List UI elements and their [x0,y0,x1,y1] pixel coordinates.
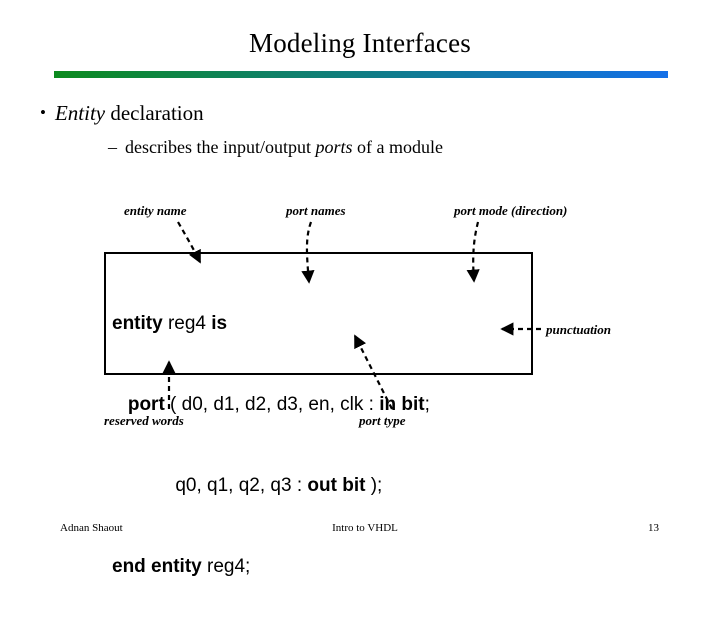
code-line-1: entity reg4 is [112,310,532,337]
code-keyword-in-bit: in bit [379,394,425,415]
code-box [104,252,533,375]
code-line-2: port ( d0, d1, d2, d3, en, clk : in bit; [112,391,532,418]
code-input-port-names: ( d0, d1, d2, d3, en, clk : [164,394,380,415]
code-line-3: q0, q1, q2, q3 : out bit ); [112,472,532,499]
code-indent-2 [112,394,128,415]
footer-author: Adnan Shaout [60,522,123,534]
annotation-entity-name: entity name [124,203,187,218]
bullet-level-1: • Entity declaration [40,99,204,127]
bullet-level-2-emphasis: ports [315,137,353,157]
code-semicolon-2: ; [424,394,430,415]
bullet-dash-icon: – [108,137,117,157]
code-keyword-port: port [127,394,165,415]
code-entity-name-value: reg4 [162,313,212,334]
code-keyword-end-entity: end entity [112,556,202,577]
code-keyword-entity: entity [112,313,163,334]
bullet-level-2-text-after: of a module [352,137,443,157]
annotation-punctuation: punctuation [546,322,612,337]
annotation-port-mode: port mode (direction) [454,203,568,218]
code-end-entity-name: reg4; [201,556,251,577]
code-keyword-out-bit: out bit [307,475,366,496]
code-indent-3 [112,475,175,496]
bullet-level-1-emphasis: Entity [54,101,106,125]
bullet-level-2-text-before: describes the input/output [125,137,316,157]
page-title: Modeling Interfaces [249,28,471,58]
annotation-port-names: port names [286,203,346,218]
code-keyword-is: is [211,313,228,334]
code-close-paren: ); [365,475,383,496]
footer-page-number: 13 [648,522,659,534]
title-divider [54,71,668,78]
bullet-marker-icon: • [40,103,46,122]
vhdl-code-listing: entity reg4 is port ( d0, d1, d2, d3, en… [112,256,532,634]
annotation-port-type: port type [359,413,406,428]
annotation-reserved-words: reserved words [104,413,184,428]
slide: Modeling Interfaces •Entity declaration … [40,28,668,577]
bullet-level-2: –describes the input/output ports of a m… [108,135,443,159]
footer-title: Intro to VHDL [332,522,398,534]
code-output-port-names: q0, q1, q2, q3 : [175,475,308,496]
code-line-4: end entity reg4; [112,553,532,580]
bullet-level-1-text: declaration [105,101,204,125]
